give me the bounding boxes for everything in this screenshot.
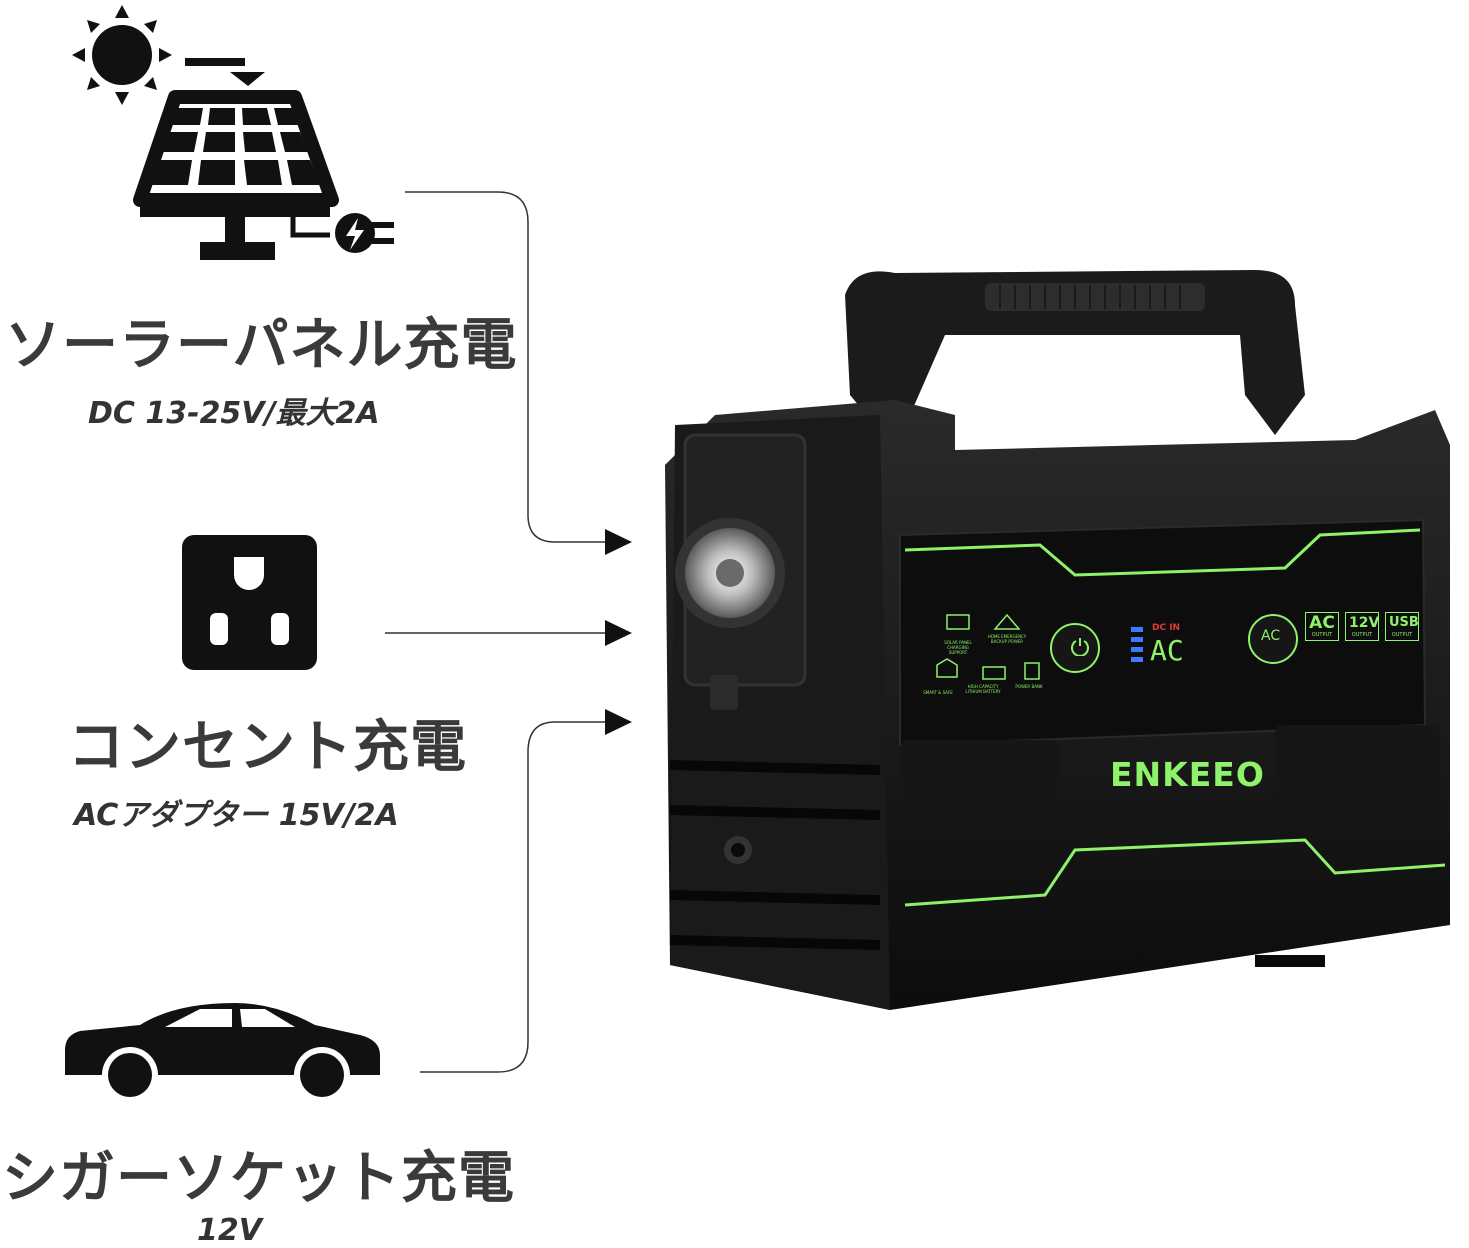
arrow-solar-icon	[605, 529, 632, 555]
output-ac: AC OUTPUT	[1305, 612, 1339, 641]
car-icon	[60, 995, 385, 1105]
outlet-title: コンセント充電	[68, 715, 467, 780]
car-title: シガーソケット充電	[2, 1146, 515, 1211]
solar-panel-icon	[60, 0, 410, 265]
ac-button[interactable]: AC	[1261, 628, 1281, 644]
arrow-car-icon	[605, 709, 632, 735]
feature-powerbank: POWER BANK	[1015, 684, 1043, 689]
display-label: DC IN	[1152, 623, 1181, 633]
solar-spec: DC 13-25V/最大2A	[88, 396, 380, 431]
solar-title: ソーラーパネル充電	[5, 313, 518, 378]
output-labels: AC OUTPUT 12V OUTPUT USB OUTPUT	[1305, 612, 1419, 641]
power-button-icon[interactable]	[1070, 636, 1090, 656]
outlet-icon	[182, 535, 317, 670]
output-usb: USB OUTPUT	[1385, 612, 1419, 641]
display-readout: AC	[1150, 634, 1184, 667]
connector-lines	[370, 180, 640, 1080]
outlet-spec: ACアダプター 15V/2A	[74, 798, 399, 833]
arrow-outlet-icon	[605, 620, 632, 646]
brand-logo: ENKEEO	[1110, 755, 1265, 794]
power-station-image	[655, 265, 1460, 1015]
car-spec: 12V	[197, 1213, 262, 1248]
feature-safe: SMART & SAFE	[923, 690, 953, 695]
output-12v: 12V OUTPUT	[1345, 612, 1379, 641]
